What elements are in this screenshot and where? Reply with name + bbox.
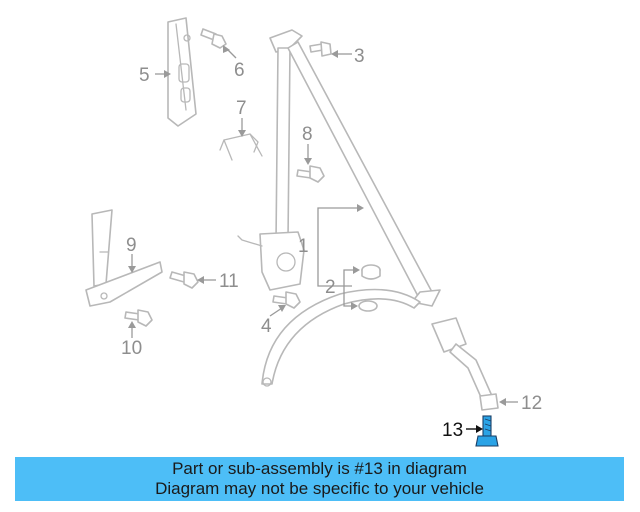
- part-5-anchor-bracket: [167, 17, 197, 127]
- callout-2: 2: [325, 277, 336, 298]
- part-3-bolt: [309, 41, 332, 57]
- part-2-guide: [358, 264, 381, 312]
- part-8-bolt: [296, 165, 325, 183]
- callout-1: 1: [298, 236, 309, 257]
- leader-lines: [128, 45, 518, 433]
- callout-11: 11: [219, 271, 239, 292]
- callout-3: 3: [354, 46, 365, 67]
- part-7-clip: [219, 133, 263, 161]
- callout-5: 5: [139, 65, 150, 86]
- banner-line-disclaimer: Diagram may not be specific to your vehi…: [155, 479, 484, 498]
- part-13-bolt-highlighted: [475, 415, 499, 447]
- callout-10: 10: [121, 338, 142, 359]
- callout-6: 6: [234, 60, 245, 81]
- part-6-bolt: [200, 28, 227, 49]
- part-9-buckle: [85, 209, 163, 307]
- callout-12: 12: [521, 393, 542, 414]
- part-11-bolt: [169, 271, 199, 289]
- lower-rail: [261, 288, 421, 387]
- callout-4: 4: [261, 316, 272, 337]
- part-info-banner: Part or sub-assembly is #13 in diagram D…: [15, 457, 624, 501]
- seat-belt-parts-diagram: 5 6 3 7 8 1 2 9 11 4 10 12 13: [85, 17, 542, 447]
- callout-13: 13: [442, 420, 463, 441]
- callout-7: 7: [236, 98, 247, 119]
- part-1-seat-belt-assembly: [237, 29, 441, 307]
- part-10-bolt: [124, 309, 153, 327]
- callout-9: 9: [126, 235, 137, 256]
- part-12-lower-anchor: [431, 317, 499, 411]
- part-4-bolt: [272, 291, 301, 309]
- callout-8: 8: [302, 124, 313, 145]
- banner-line-part-number: Part or sub-assembly is #13 in diagram: [172, 459, 467, 478]
